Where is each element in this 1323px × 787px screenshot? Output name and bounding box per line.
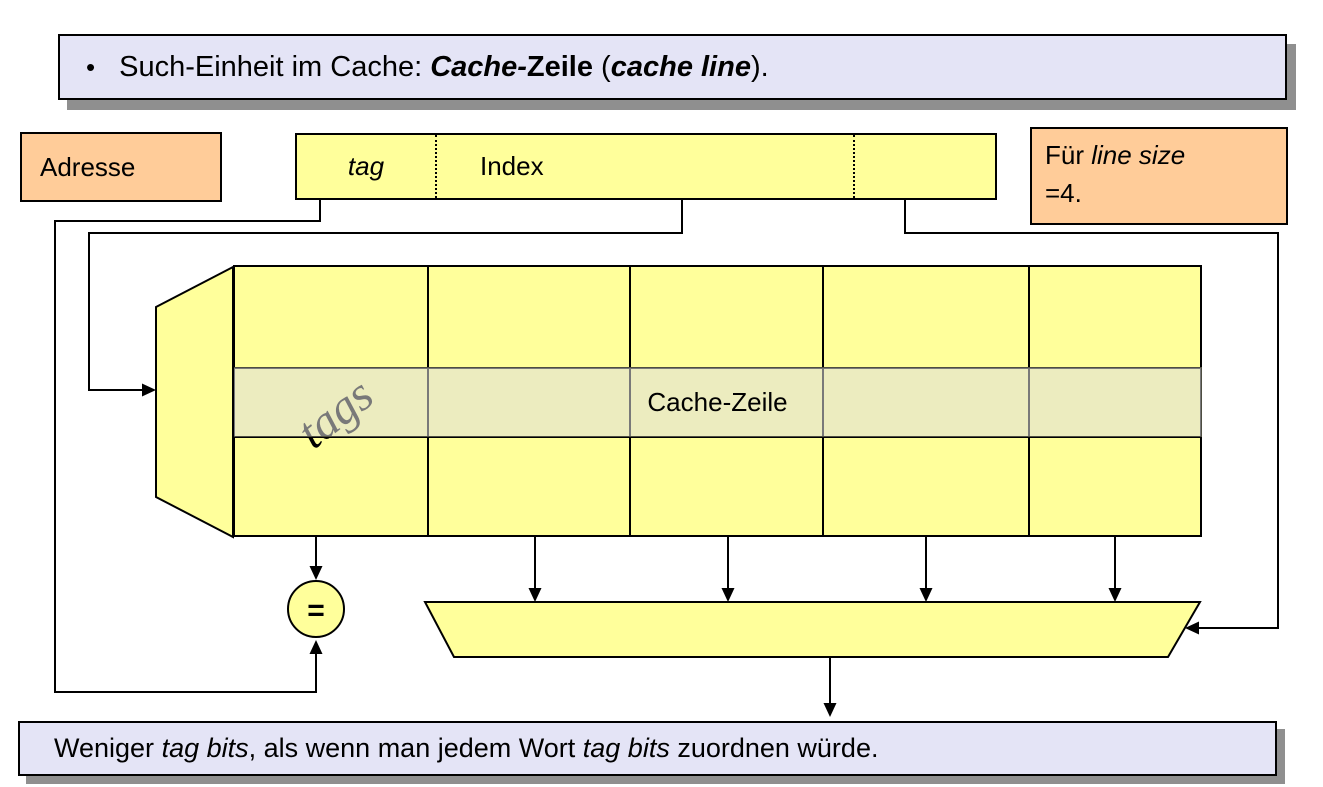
title-box: • Such-Einheit im Cache: Cache-Zeile (ca…: [58, 34, 1287, 100]
column-arrowhead-1: [309, 566, 323, 580]
mux-select-arrowhead: [1185, 621, 1199, 635]
bottom-note-text: Weniger tag bits, als wenn man jedem Wor…: [54, 733, 879, 763]
column-arrowhead-5: [1108, 588, 1122, 602]
cache-line-row-highlight: Cache-Zeile: [233, 367, 1202, 437]
address-field-index-label: Index: [480, 151, 544, 181]
address-label: Adresse: [40, 151, 136, 182]
title-bullet: •: [86, 51, 96, 82]
line-size-note-box: Für line size =4.: [1030, 127, 1288, 225]
bottom-note-box: Weniger tag bits, als wenn man jedem Wor…: [18, 721, 1277, 776]
mux-output-arrowhead: [823, 703, 837, 717]
address-field-tag-label: tag: [347, 151, 385, 181]
line-size-note-line1: Für line size: [1045, 140, 1186, 170]
column-arrowhead-3: [721, 588, 735, 602]
address-field-box: tag Index: [295, 133, 997, 200]
comparator-input-arrowhead: [309, 640, 323, 654]
column-arrowhead-4: [919, 588, 933, 602]
address-label-box: Adresse: [20, 132, 222, 202]
tags-trapezoid-shape: [155, 265, 234, 539]
multiplexer-shape: [423, 601, 1202, 658]
comparator-equals-label: =: [307, 594, 325, 627]
table-row-line-2: [235, 436, 1200, 438]
column-arrowhead-2: [528, 588, 542, 602]
address-field-divider-index-offset: [853, 135, 855, 198]
comparator-circle: [287, 580, 345, 638]
index-arrowhead: [142, 383, 156, 397]
line-size-note-line2: =4.: [1045, 178, 1082, 208]
title-text: Such-Einheit im Cache: Cache-Zeile (cach…: [119, 50, 769, 83]
cache-line-row-label: Cache-Zeile: [647, 386, 788, 417]
address-field-divider-tag-index: [435, 135, 437, 198]
